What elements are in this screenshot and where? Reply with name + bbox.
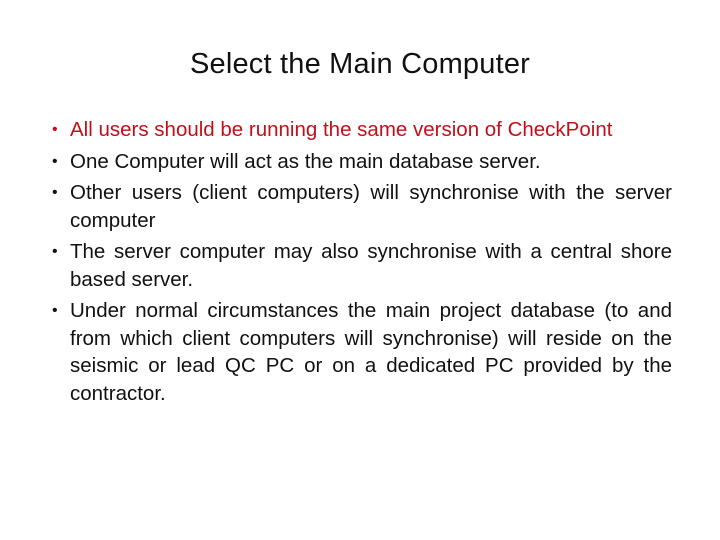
bullet-text: The server computer may also synchronise… bbox=[70, 240, 672, 291]
bullet-icon: • bbox=[52, 152, 58, 170]
bullet-item: • All users should be running the same v… bbox=[52, 116, 672, 144]
slide-title: Select the Main Computer bbox=[189, 48, 531, 80]
bullet-icon: • bbox=[52, 302, 58, 319]
bullet-icon: • bbox=[52, 184, 58, 201]
bullet-text: One Computer will act as the main databa… bbox=[70, 149, 541, 173]
bullet-item: • Other users (client computers) will sy… bbox=[52, 179, 672, 234]
bullet-item: • Under normal circumstances the main pr… bbox=[52, 297, 672, 407]
bullet-text: Other users (client computers) will sync… bbox=[70, 181, 672, 232]
bullet-item: • The server computer may also synchroni… bbox=[52, 238, 672, 293]
bullet-text: All users should be running the same ver… bbox=[70, 118, 613, 141]
bullet-icon: • bbox=[52, 243, 58, 260]
bullet-item: • One Computer will act as the main data… bbox=[52, 148, 672, 176]
bullet-text: Under normal circumstances the main proj… bbox=[70, 299, 672, 405]
bullet-list: • All users should be running the same v… bbox=[52, 116, 672, 411]
bullet-icon: • bbox=[52, 121, 58, 138]
